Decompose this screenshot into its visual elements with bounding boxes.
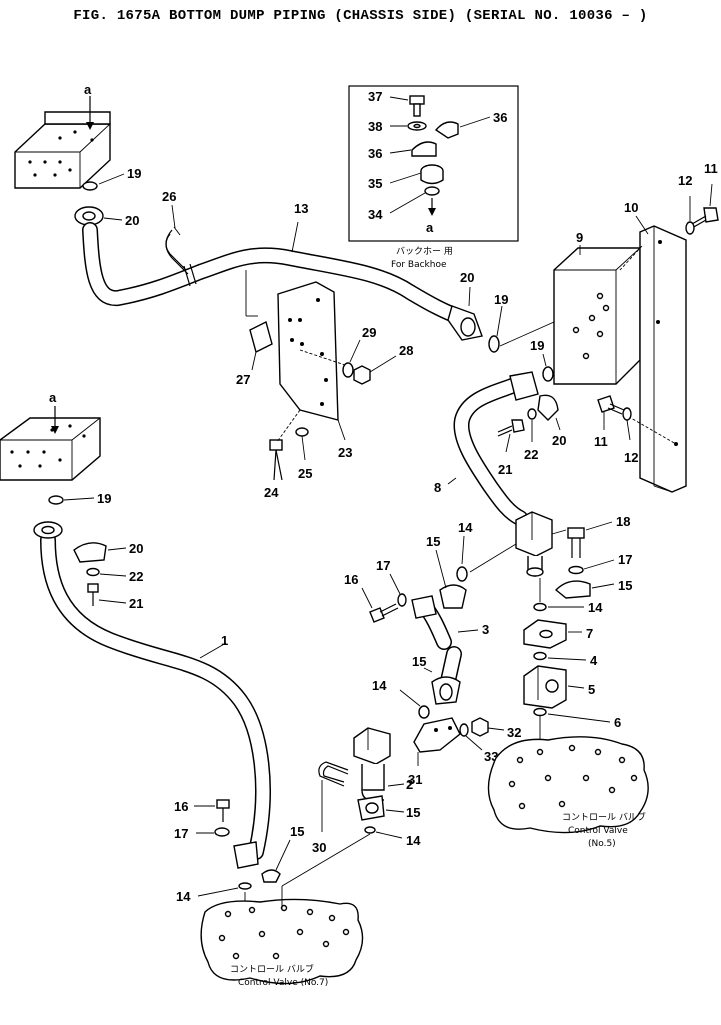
callout-15-a: 15 bbox=[618, 578, 632, 593]
callout-12-b: 12 bbox=[624, 450, 638, 465]
callout-21-b: 21 bbox=[129, 596, 143, 611]
callout-26: 26 bbox=[162, 189, 176, 204]
callout-1: 1 bbox=[221, 633, 228, 648]
bolt-11-top: 11 12 bbox=[678, 161, 719, 235]
callout-2: 2 bbox=[406, 777, 413, 792]
callout-16-b: 16 bbox=[174, 799, 188, 814]
callout-36: 36 bbox=[493, 110, 507, 125]
callout-12-a: 12 bbox=[678, 173, 692, 188]
callout-21-a: 21 bbox=[498, 462, 512, 477]
callout-17-a: 17 bbox=[618, 552, 632, 567]
callout-20-c: 20 bbox=[552, 433, 566, 448]
callout-20-b: 20 bbox=[460, 270, 474, 285]
elbow-block-8 bbox=[515, 511, 553, 577]
callout-6: 6 bbox=[614, 715, 621, 730]
figure-title: FIG. 1675A BOTTOM DUMP PIPING (CHASSIS S… bbox=[73, 8, 648, 24]
valve-block-9: 9 bbox=[499, 230, 641, 385]
callout-15-d: 15 bbox=[406, 805, 420, 820]
callout-32: 32 bbox=[507, 725, 521, 740]
callout-16-a: 16 bbox=[344, 572, 358, 587]
u-bolt-26: 26 bbox=[162, 189, 189, 275]
callout-3: 3 bbox=[482, 622, 489, 637]
callout-17-c: 17 bbox=[174, 826, 188, 841]
callout-14-e: 14 bbox=[176, 889, 191, 904]
callout-19-b: 19 bbox=[494, 292, 508, 307]
callout-20-d: 20 bbox=[129, 541, 143, 556]
callout-14-c: 14 bbox=[372, 678, 387, 693]
callout-28: 28 bbox=[399, 343, 413, 358]
callout-24: 24 bbox=[264, 485, 279, 500]
letter-a-lower: a bbox=[49, 390, 57, 405]
valve-left-jp: コントロール バルブ bbox=[230, 963, 314, 975]
block-upper-left: a bbox=[14, 82, 111, 189]
callout-34: 34 bbox=[368, 207, 383, 222]
callout-4: 4 bbox=[590, 653, 598, 668]
block-lower-left: a bbox=[0, 390, 101, 481]
control-valve-no5: コントロール バルブ Control Valve (No.5) bbox=[487, 736, 649, 849]
mounting-bar-10: 10 bbox=[619, 200, 687, 493]
callout-30: 30 bbox=[312, 840, 326, 855]
callout-15-c: 15 bbox=[412, 654, 426, 669]
callout-29: 29 bbox=[362, 325, 376, 340]
callout-15-e: 15 bbox=[290, 824, 304, 839]
callout-37: 37 bbox=[368, 89, 382, 104]
callout-11-a: 11 bbox=[704, 161, 718, 176]
valve-right-no: (No.5) bbox=[588, 839, 616, 849]
callout-7: 7 bbox=[586, 626, 593, 641]
callout-9: 9 bbox=[576, 230, 583, 245]
callout-23: 23 bbox=[338, 445, 352, 460]
callout-11-b: 11 bbox=[594, 434, 608, 449]
valve-right-en: Control Valve bbox=[568, 826, 628, 836]
callout-19-d: 19 bbox=[97, 491, 111, 506]
valve-left-en: Control Valve (No.7) bbox=[238, 978, 328, 988]
elbow-2: 2 bbox=[353, 727, 413, 801]
letter-a-upper: a bbox=[84, 82, 92, 97]
callout-35: 35 bbox=[368, 176, 382, 191]
inset-caption-en: For Backhoe bbox=[391, 260, 447, 270]
callout-22-b: 22 bbox=[129, 569, 143, 584]
callout-18: 18 bbox=[616, 514, 630, 529]
callout-14-d: 14 bbox=[406, 833, 421, 848]
control-valve-no7: コントロール バルブ Control Valve (No.7) bbox=[200, 898, 364, 988]
callout-31: 31 bbox=[408, 772, 422, 787]
bolt-11-middle: 11 12 bbox=[594, 395, 638, 465]
callout-13: 13 bbox=[294, 201, 308, 216]
callout-14-a: 14 bbox=[588, 600, 603, 615]
callout-19-c: 19 bbox=[530, 338, 544, 353]
inset-letter-a: a bbox=[426, 220, 434, 235]
callout-5: 5 bbox=[588, 682, 595, 697]
callout-27: 27 bbox=[236, 372, 250, 387]
callout-20-a: 20 bbox=[125, 213, 139, 228]
callout-10: 10 bbox=[624, 200, 638, 215]
inset-caption-jp: バックホー 用 bbox=[396, 246, 453, 257]
callout-14-b: 14 bbox=[458, 520, 473, 535]
callout-38: 38 bbox=[368, 119, 382, 134]
callout-25: 25 bbox=[298, 466, 312, 481]
callout-19-a: 19 bbox=[127, 166, 141, 181]
callout-15-b: 15 bbox=[426, 534, 440, 549]
flange-20-upper: 20 bbox=[74, 206, 139, 228]
callout-22-a: 22 bbox=[524, 447, 538, 462]
bracket-23: 23 bbox=[245, 270, 352, 460]
callout-36b: 36 bbox=[368, 146, 382, 161]
flange-20-upper-right: 20 19 bbox=[447, 270, 508, 353]
inset-box: a 37 38 36 36 35 34 バックホー 用 For Backhoe bbox=[348, 85, 519, 270]
callout-8: 8 bbox=[434, 480, 441, 495]
callout-17-b: 17 bbox=[376, 558, 390, 573]
valve-right-jp: コントロール バルブ bbox=[562, 811, 646, 823]
